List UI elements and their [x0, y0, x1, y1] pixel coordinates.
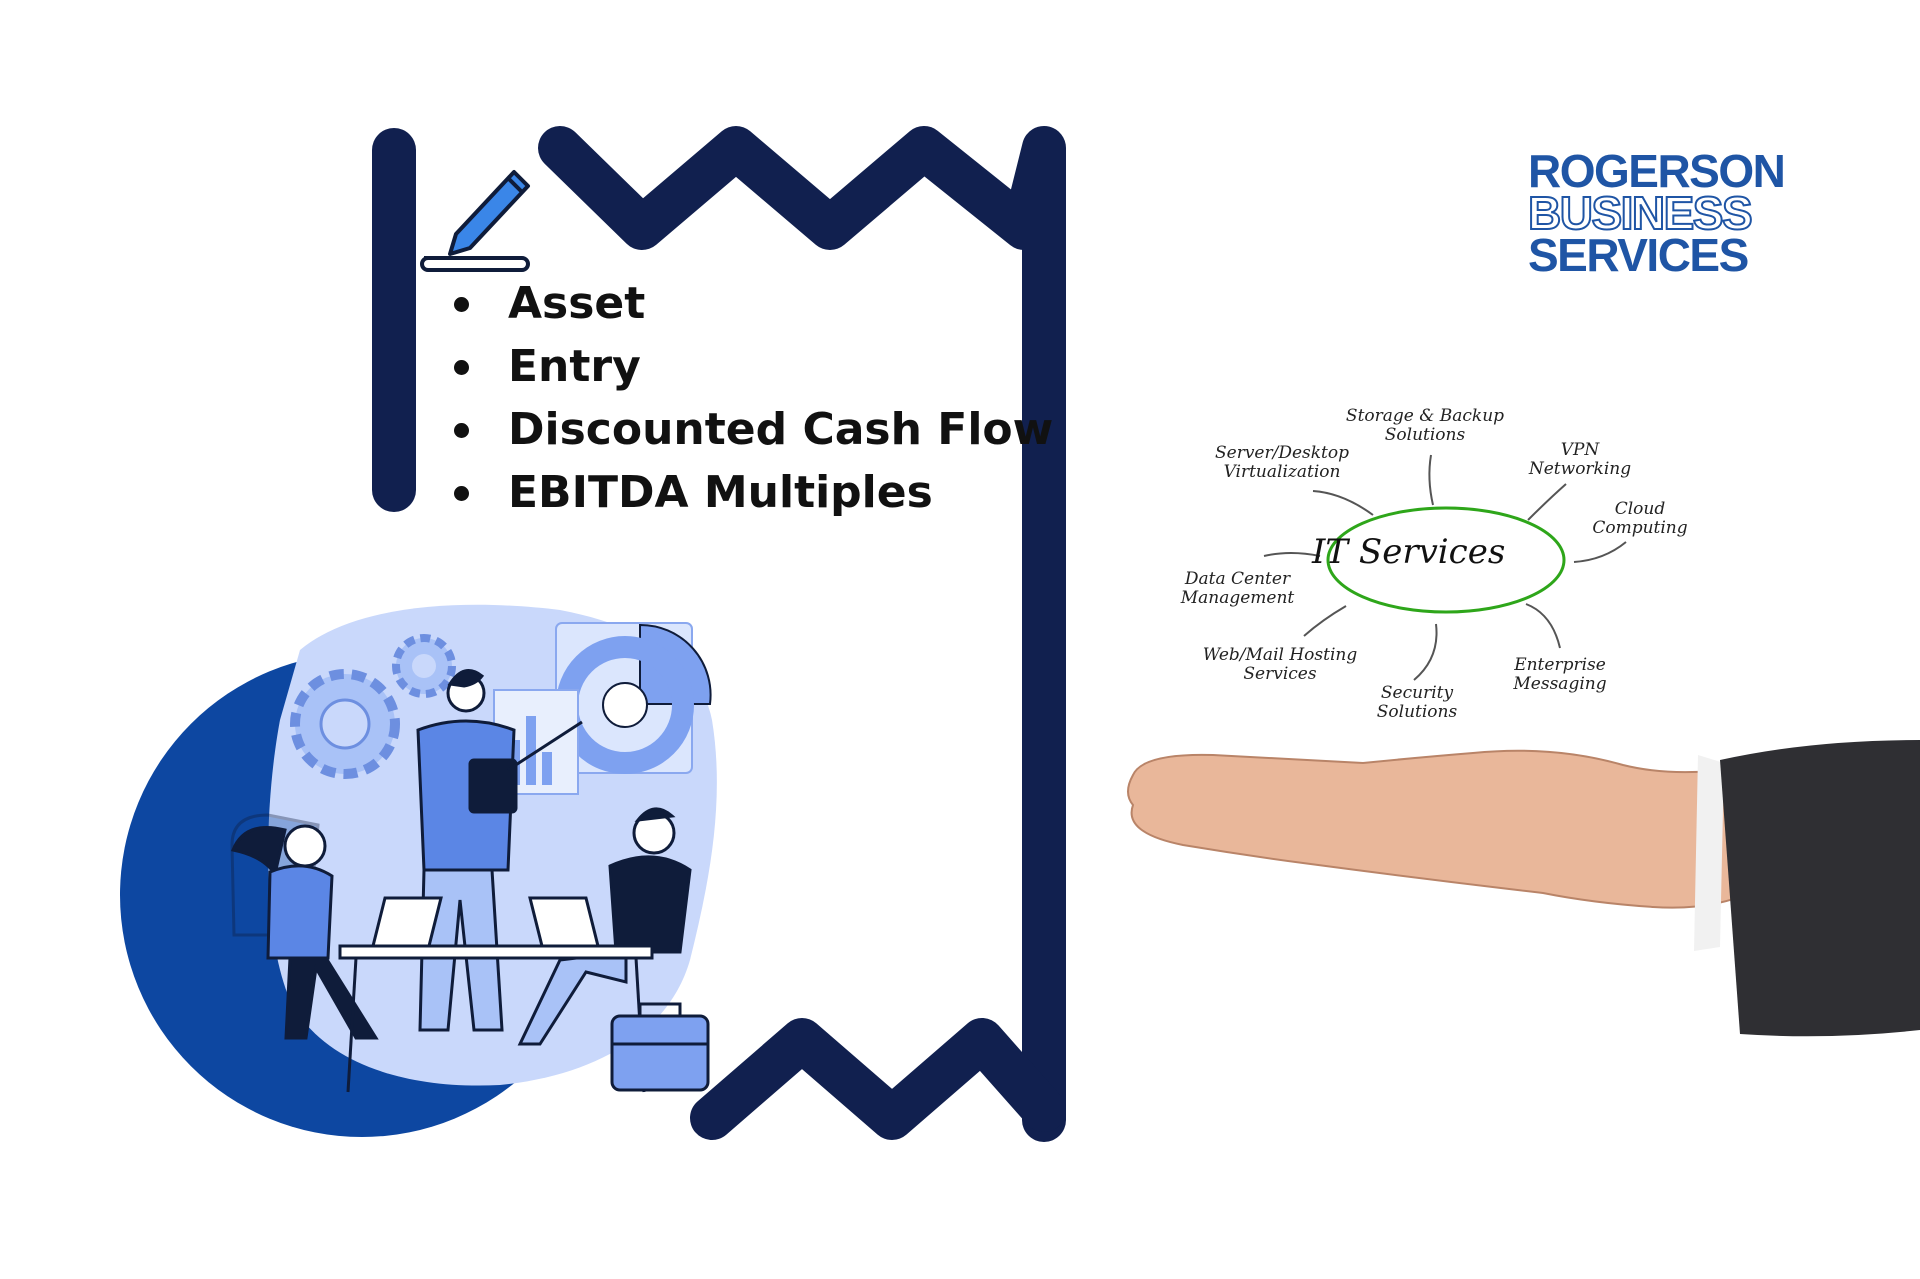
gear-icon	[290, 669, 400, 779]
bar	[526, 716, 536, 785]
hand-palm	[1127, 749, 1754, 909]
table-top	[338, 944, 654, 960]
suit-sleeve	[1720, 740, 1920, 1037]
laptop-icon	[371, 896, 443, 948]
list-item-label: Entry	[508, 341, 641, 392]
enterprise-label: Enterprise Messaging	[1513, 655, 1607, 694]
table-leg	[346, 957, 358, 1093]
shirt-cuff	[1694, 755, 1724, 951]
diagram-arrows	[1263, 454, 1627, 681]
company-logo: ROGERSON BUSINESS SERVICES	[1527, 145, 1790, 281]
bullet-dot	[454, 423, 469, 438]
logo-line: BUSINESS	[1527, 187, 1754, 239]
gear-icon	[392, 634, 456, 698]
laptop-icon	[528, 896, 600, 948]
list-item: EBITDA Multiples	[450, 461, 1053, 524]
list-item: Asset	[450, 272, 1053, 335]
storage-label: Storage & Backup Solutions	[1345, 406, 1505, 445]
pen-icon	[420, 170, 530, 272]
server-label: Server/Desktop Virtualization	[1214, 443, 1350, 482]
donut-chart-hub	[602, 682, 648, 728]
bar	[542, 752, 552, 785]
list-item-label: Asset	[508, 278, 646, 329]
it-services-center-label: IT Services	[1312, 532, 1506, 572]
list-item-label: EBITDA Multiples	[508, 467, 933, 518]
bullet-dot	[454, 297, 469, 312]
tablet-icon	[468, 758, 518, 814]
list-item: Discounted Cash Flow	[450, 398, 1053, 461]
logo-line: SERVICES	[1528, 229, 1749, 281]
security-label: Security Solutions	[1376, 683, 1458, 722]
it-services-ellipse	[1326, 506, 1566, 614]
datacenter-label: Data Center Management	[1180, 569, 1295, 608]
vpn-label: VPN Networking	[1528, 440, 1632, 479]
cloud-label: Cloud Computing	[1592, 499, 1688, 538]
list-item-label: Discounted Cash Flow	[508, 404, 1054, 455]
seated-woman	[230, 813, 379, 1040]
frame-bottom-zigzag	[690, 1018, 1066, 1140]
bullet-dot	[454, 360, 469, 375]
frame-top-zigzag	[538, 126, 1066, 1142]
briefcase-icon	[610, 1002, 710, 1092]
bullet-dot	[454, 486, 469, 501]
valuation-method-list: Asset Entry Discounted Cash Flow EBITDA …	[450, 272, 1053, 524]
list-item: Entry	[450, 335, 1053, 398]
logo-line: ROGERSON	[1528, 145, 1786, 197]
standing-presenter	[416, 669, 583, 1032]
webmail-label: Web/Mail Hosting Services	[1202, 645, 1358, 684]
